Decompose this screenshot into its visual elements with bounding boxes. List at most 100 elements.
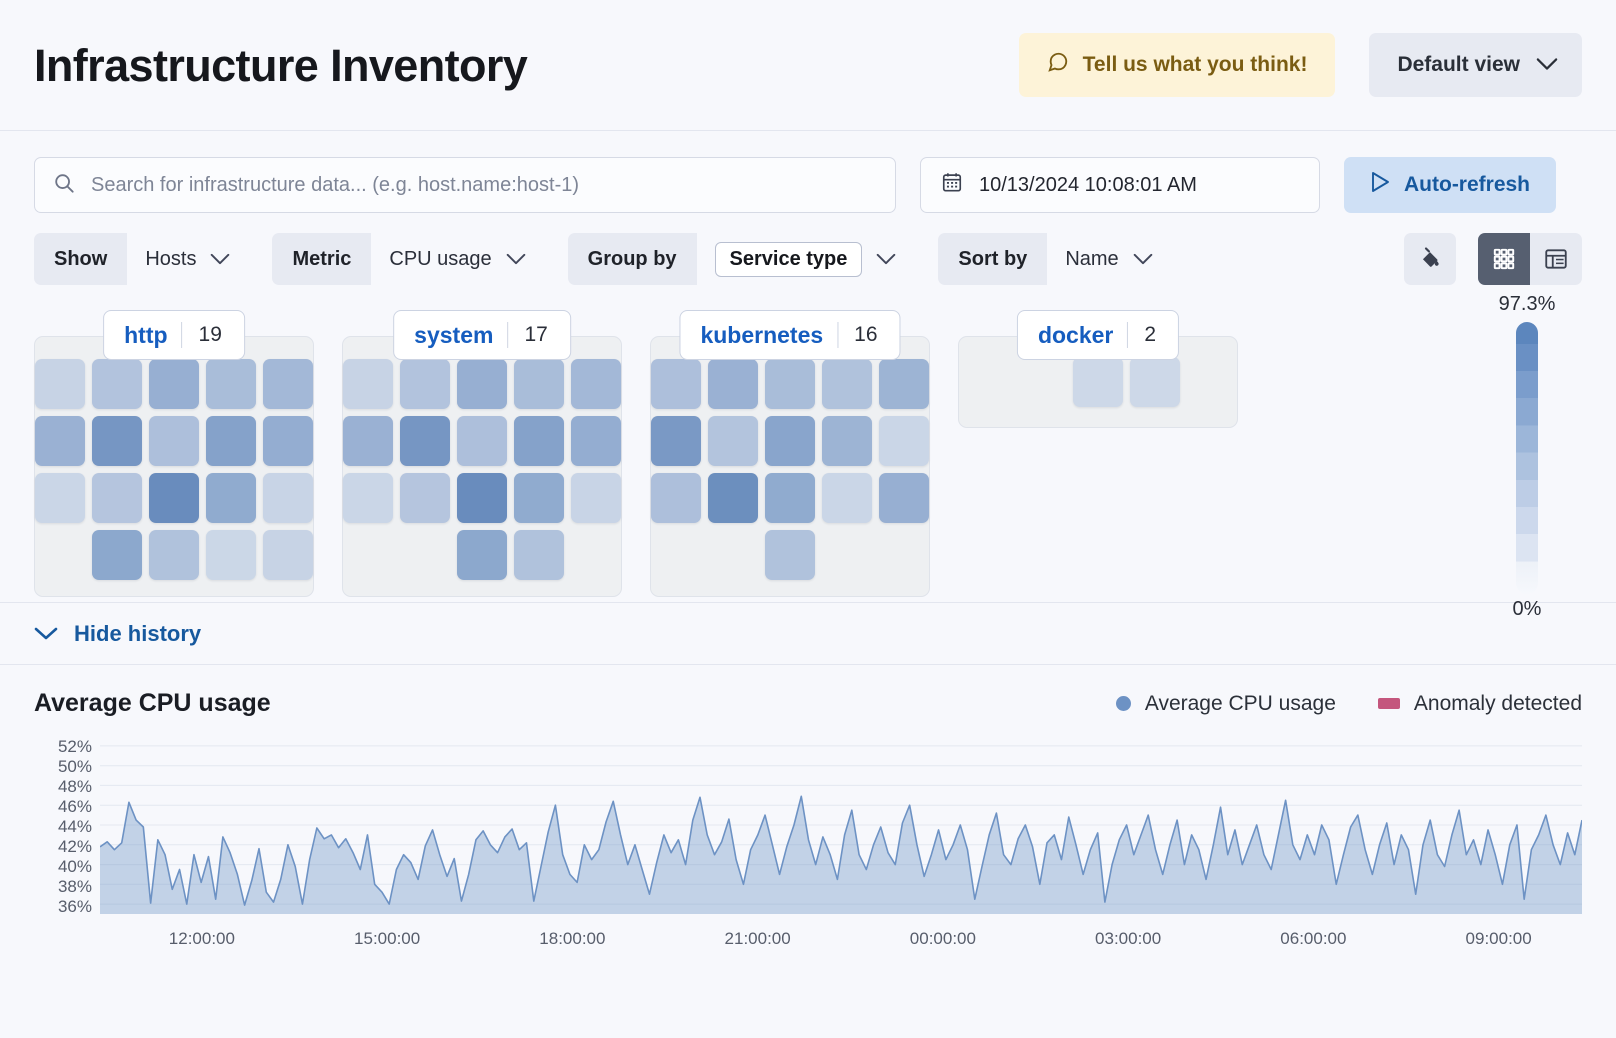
host-tile[interactable] — [343, 359, 393, 409]
host-tile[interactable] — [765, 359, 815, 409]
fill-color-icon[interactable] — [1404, 233, 1456, 285]
host-tile[interactable] — [514, 416, 564, 466]
host-tile[interactable] — [514, 359, 564, 409]
host-tile[interactable] — [708, 473, 758, 523]
default-view-selector[interactable]: Default view — [1369, 33, 1582, 97]
host-tile[interactable] — [1073, 357, 1123, 407]
chart-canvas-wrapper[interactable] — [100, 736, 1582, 919]
filter-value-sort-by[interactable]: Name — [1047, 233, 1170, 285]
table-view-icon[interactable] — [1530, 233, 1582, 285]
host-tile[interactable] — [149, 359, 199, 409]
host-tile[interactable] — [92, 359, 142, 409]
color-scale-legend: 97.3% 0% — [1482, 293, 1572, 621]
host-tile[interactable] — [92, 473, 142, 523]
grid-view-icon[interactable] — [1478, 233, 1530, 285]
hide-history-toggle[interactable]: Hide history — [34, 621, 201, 647]
y-tick-label: 42% — [57, 837, 92, 856]
host-tile[interactable] — [571, 473, 621, 523]
host-tile[interactable] — [514, 530, 564, 580]
host-tile[interactable] — [263, 359, 313, 409]
group-name[interactable]: kubernetes — [700, 321, 824, 348]
legend-item-average-cpu-usage[interactable]: Average CPU usage — [1115, 691, 1336, 716]
host-tile[interactable] — [92, 530, 142, 580]
group-badge[interactable]: system 17 — [393, 310, 571, 360]
host-tile[interactable] — [514, 473, 564, 523]
tile-row — [959, 357, 1237, 407]
host-tile[interactable] — [765, 473, 815, 523]
host-tile[interactable] — [457, 530, 507, 580]
group-name[interactable]: docker — [1037, 321, 1114, 348]
host-tile[interactable] — [400, 473, 450, 523]
host-tile[interactable] — [822, 473, 872, 523]
group-name[interactable]: http — [124, 321, 168, 348]
x-tick-label: 15:00:00 — [354, 929, 421, 948]
host-tile[interactable] — [149, 416, 199, 466]
host-tile[interactable] — [149, 473, 199, 523]
host-tile[interactable] — [206, 473, 256, 523]
host-tile[interactable] — [708, 416, 758, 466]
host-tile[interactable] — [457, 473, 507, 523]
chart-svg[interactable] — [100, 736, 1582, 914]
host-tile[interactable] — [343, 473, 393, 523]
legend-item-anomaly-detected[interactable]: Anomaly detected — [1377, 692, 1582, 716]
datetime-picker[interactable]: 10/13/2024 10:08:01 AM — [920, 157, 1320, 213]
filter-value-show[interactable]: Hosts — [127, 233, 248, 285]
host-tile[interactable] — [343, 416, 393, 466]
host-tile[interactable] — [571, 359, 621, 409]
host-tile[interactable] — [651, 473, 701, 523]
view-mode-toggle[interactable] — [1478, 233, 1582, 285]
feedback-button-label: Tell us what you think! — [1082, 53, 1308, 76]
host-tile[interactable] — [822, 416, 872, 466]
filter-value-metric[interactable]: CPU usage — [371, 233, 543, 285]
host-tile[interactable] — [457, 416, 507, 466]
host-tile[interactable] — [400, 416, 450, 466]
host-tile[interactable] — [1130, 357, 1180, 407]
host-tile[interactable] — [35, 416, 85, 466]
host-tile[interactable] — [206, 530, 256, 580]
host-tile[interactable] — [879, 416, 929, 466]
group-name[interactable]: system — [414, 321, 494, 348]
feedback-button[interactable]: Tell us what you think! — [1018, 33, 1336, 97]
filter-value-text: Service type — [714, 241, 863, 277]
host-tile[interactable] — [263, 530, 313, 580]
search-input[interactable] — [89, 172, 877, 198]
host-tile[interactable] — [263, 473, 313, 523]
tile-spacer — [879, 530, 929, 580]
host-tile[interactable] — [879, 473, 929, 523]
host-tile[interactable] — [206, 416, 256, 466]
host-tile[interactable] — [879, 359, 929, 409]
filter-value-group-by[interactable]: Service type — [697, 233, 915, 285]
host-tile[interactable] — [149, 530, 199, 580]
host-tile[interactable] — [651, 359, 701, 409]
host-tile[interactable] — [765, 530, 815, 580]
y-tick-label: 40% — [57, 857, 92, 876]
host-tile[interactable] — [571, 416, 621, 466]
host-tile[interactable] — [35, 359, 85, 409]
host-tile[interactable] — [822, 359, 872, 409]
host-tile[interactable] — [400, 359, 450, 409]
x-tick-label: 18:00:00 — [539, 929, 606, 948]
host-tile[interactable] — [263, 416, 313, 466]
filter-value-text: CPU usage — [389, 247, 492, 270]
chart-plot-area: 52%50%48%46%44%42%40%38%36% — [34, 736, 1582, 919]
legend-label-average-cpu-usage: Average CPU usage — [1144, 691, 1336, 715]
host-tile[interactable] — [765, 416, 815, 466]
group-count: 17 — [524, 323, 548, 346]
auto-refresh-button[interactable]: Auto-refresh — [1344, 157, 1557, 213]
host-tile[interactable] — [206, 359, 256, 409]
host-tile[interactable] — [457, 359, 507, 409]
search-input-wrapper[interactable] — [34, 157, 896, 213]
host-tile[interactable] — [651, 416, 701, 466]
tile-spacer — [1187, 357, 1237, 407]
host-tile[interactable] — [92, 416, 142, 466]
host-tile[interactable] — [35, 473, 85, 523]
host-tile[interactable] — [708, 359, 758, 409]
chevron-down-icon — [1133, 248, 1153, 271]
